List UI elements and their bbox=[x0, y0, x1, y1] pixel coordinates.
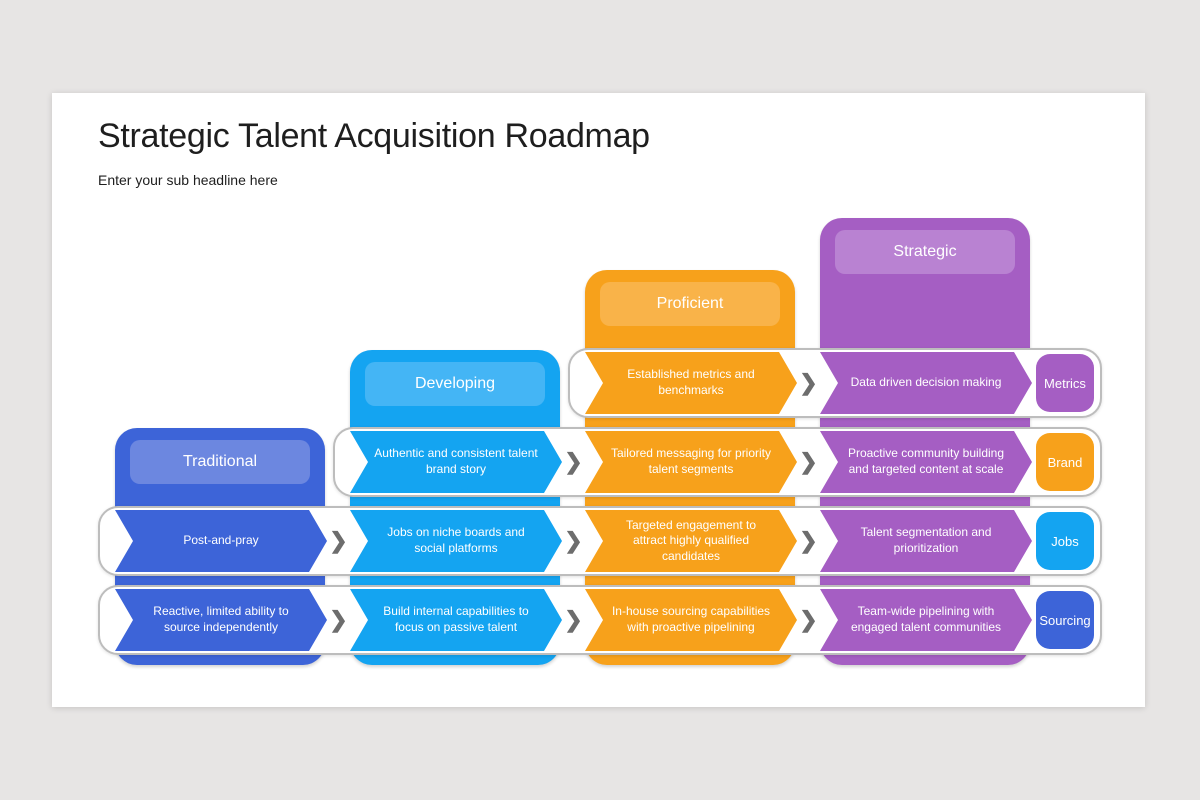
roadmap-item-sourcing-developing: Build internal capabilities to focus on … bbox=[350, 589, 562, 651]
stage-header-proficient: Proficient bbox=[600, 282, 780, 326]
chevron-separator-icon: ❯ bbox=[564, 449, 583, 474]
stage-header-traditional: Traditional bbox=[130, 440, 310, 484]
slide-subtitle: Enter your sub headline here bbox=[98, 172, 278, 188]
roadmap-item-brand-proficient: Tailored messaging for priority talent s… bbox=[585, 431, 797, 493]
slide-title: Strategic Talent Acquisition Roadmap bbox=[98, 117, 650, 155]
roadmap-item-jobs-developing: Jobs on niche boards and social platform… bbox=[350, 510, 562, 572]
roadmap-item-jobs-proficient: Targeted engagement to attract highly qu… bbox=[585, 510, 797, 572]
roadmap-item-sourcing-strategic: Team-wide pipelining with engaged talent… bbox=[820, 589, 1032, 651]
chevron-separator-icon: ❯ bbox=[329, 528, 348, 553]
row-badge-sourcing: Sourcing bbox=[1036, 591, 1094, 649]
chevron-separator-icon: ❯ bbox=[799, 449, 818, 474]
row-badge-jobs: Jobs bbox=[1036, 512, 1094, 570]
stage-header-strategic: Strategic bbox=[835, 230, 1015, 274]
chevron-separator-icon: ❯ bbox=[799, 370, 818, 395]
roadmap-item-jobs-traditional: Post-and-pray bbox=[115, 510, 327, 572]
chevron-separator-icon: ❯ bbox=[329, 607, 348, 632]
row-badge-metrics: Metrics bbox=[1036, 354, 1094, 412]
chevron-separator-icon: ❯ bbox=[564, 528, 583, 553]
roadmap-item-sourcing-proficient: In-house sourcing capabilities with proa… bbox=[585, 589, 797, 651]
roadmap-item-jobs-strategic: Talent segmentation and prioritization bbox=[820, 510, 1032, 572]
chevron-separator-icon: ❯ bbox=[799, 607, 818, 632]
roadmap-item-sourcing-traditional: Reactive, limited ability to source inde… bbox=[115, 589, 327, 651]
slide: Strategic Talent Acquisition Roadmap Ent… bbox=[52, 93, 1145, 707]
chevron-separator-icon: ❯ bbox=[799, 528, 818, 553]
roadmap-item-metrics-proficient: Established metrics and benchmarks bbox=[585, 352, 797, 414]
row-badge-brand: Brand bbox=[1036, 433, 1094, 491]
roadmap-item-brand-strategic: Proactive community building and targete… bbox=[820, 431, 1032, 493]
chevron-separator-icon: ❯ bbox=[564, 607, 583, 632]
roadmap-item-metrics-strategic: Data driven decision making bbox=[820, 352, 1032, 414]
roadmap-item-brand-developing: Authentic and consistent talent brand st… bbox=[350, 431, 562, 493]
stage-header-developing: Developing bbox=[365, 362, 545, 406]
